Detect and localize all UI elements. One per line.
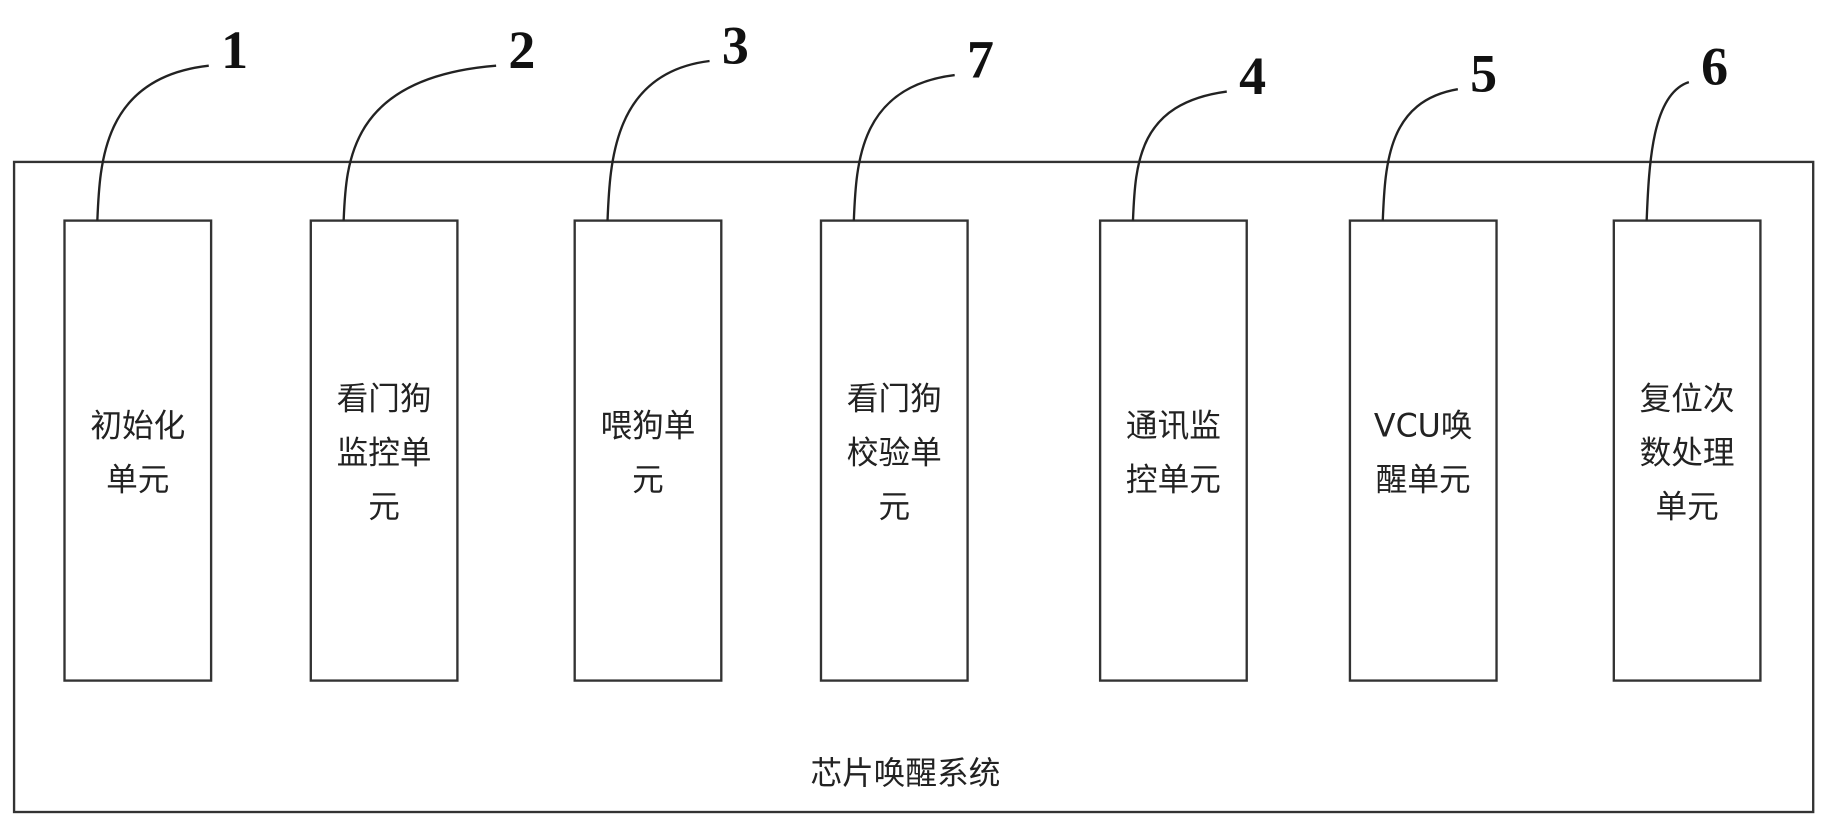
reference-number: 6	[1701, 36, 1728, 96]
unit-label-line: 元	[878, 489, 910, 525]
unit-box	[1350, 221, 1497, 681]
unit-label-line: 喂狗单	[601, 409, 696, 445]
unit-box	[575, 221, 722, 681]
unit-label-line: 看门狗	[847, 382, 942, 418]
unit-label-line: 控单元	[1126, 462, 1221, 498]
unit-label-line: 数处理	[1640, 435, 1735, 471]
unit-label-line: 单元	[106, 462, 169, 498]
unit-box	[1100, 221, 1247, 681]
unit-label-line: 单元	[1655, 489, 1718, 525]
reference-number: 7	[967, 29, 994, 89]
unit-box	[65, 221, 212, 681]
unit-label-line: 元	[368, 489, 400, 525]
reference-number: 5	[1470, 44, 1497, 104]
unit-label-line: 初始化	[90, 409, 185, 445]
unit-label-line: 监控单	[337, 435, 432, 471]
unit-label-line: 通讯监	[1126, 409, 1221, 445]
unit-label-line: 醒单元	[1376, 462, 1471, 498]
unit-label-line: 复位次	[1640, 382, 1735, 418]
reference-number: 4	[1239, 46, 1266, 106]
reference-number: 2	[508, 20, 535, 80]
unit-label-line: 看门狗	[337, 382, 432, 418]
reference-number: 1	[221, 20, 248, 80]
unit-4: 通讯监控单元 4	[1100, 46, 1266, 681]
unit-6: 复位次数处理单元 6	[1614, 36, 1761, 680]
unit-label-line: VCU唤	[1374, 409, 1473, 445]
unit-7: 看门狗校验单元 7	[821, 29, 994, 680]
unit-5: VCU唤醒单元 5	[1350, 44, 1497, 681]
system-label: 芯片唤醒系统	[810, 756, 1000, 792]
unit-label-line: 元	[632, 462, 664, 498]
reference-number: 3	[722, 15, 749, 75]
unit-label-line: 校验单	[847, 435, 942, 471]
